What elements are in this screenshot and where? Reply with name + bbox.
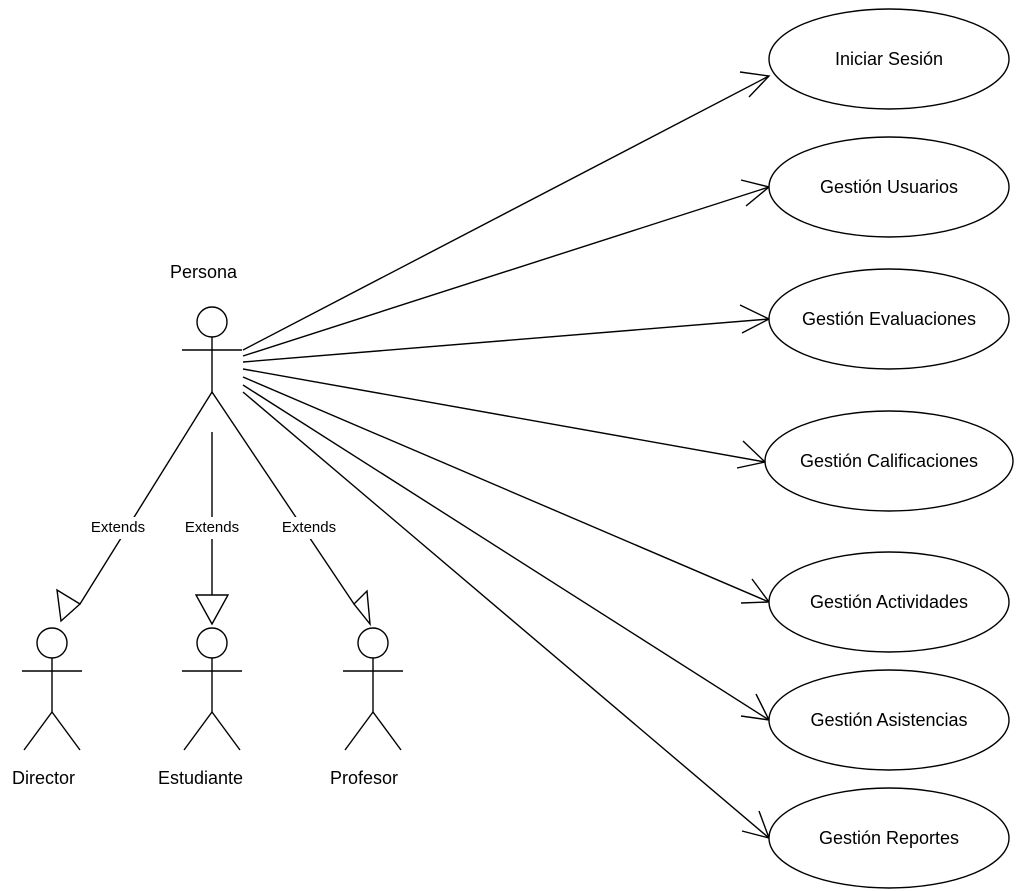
extends-label-profesor: Extends	[282, 519, 336, 536]
use-case-gestion-reportes: Gestión Reportes	[768, 787, 1010, 889]
association-gestion-asistencias	[242, 384, 771, 721]
use-case-iniciar-sesion: Iniciar Sesión	[768, 8, 1010, 110]
actor-estudiante: Estudiante	[158, 627, 243, 788]
generalization-director: Extends	[56, 391, 213, 623]
actor-profesor-label: Profesor	[330, 768, 398, 788]
use-case-gestion-asistencias: Gestión Asistencias	[768, 669, 1010, 771]
actor-profesor: Profesor	[330, 627, 403, 788]
generalization-profesor: Extends	[211, 391, 371, 627]
association-gestion-actividades	[242, 376, 771, 604]
actor-profesor-head	[357, 627, 389, 659]
extends-label-estudiante: Extends	[185, 519, 239, 536]
use-case-gestion-calificaciones-label: Gestión Calificaciones	[800, 451, 978, 471]
actor-persona: Persona	[170, 262, 242, 392]
actor-estudiante-head	[196, 627, 228, 659]
use-case-gestion-actividades: Gestión Actividades	[768, 551, 1010, 653]
actor-director-head	[36, 627, 68, 659]
associations	[242, 71, 771, 840]
association-gestion-reportes	[242, 391, 771, 840]
actor-persona-label: Persona	[170, 262, 238, 282]
association-iniciar-sesion	[242, 71, 771, 351]
use-case-gestion-evaluaciones-label: Gestión Evaluaciones	[802, 309, 976, 329]
extends-label-director: Extends	[91, 519, 145, 536]
association-gestion-evaluaciones	[242, 304, 771, 363]
use-cases: Iniciar Sesión Gestión Usuarios Gestión …	[764, 8, 1014, 889]
association-gestion-usuarios	[242, 179, 771, 357]
association-gestion-calificaciones	[242, 368, 767, 469]
use-case-gestion-usuarios-label: Gestión Usuarios	[820, 177, 958, 197]
generalization-estudiante: Extends	[171, 432, 253, 626]
actor-director-label: Director	[12, 768, 75, 788]
use-case-gestion-actividades-label: Gestión Actividades	[810, 592, 968, 612]
use-case-gestion-asistencias-label: Gestión Asistencias	[810, 710, 967, 730]
actor-director: Director	[12, 627, 82, 788]
use-case-gestion-calificaciones: Gestión Calificaciones	[764, 410, 1014, 512]
actor-estudiante-label: Estudiante	[158, 768, 243, 788]
use-case-gestion-reportes-label: Gestión Reportes	[819, 828, 959, 848]
use-case-gestion-usuarios: Gestión Usuarios	[768, 136, 1010, 238]
use-case-gestion-evaluaciones: Gestión Evaluaciones	[768, 268, 1010, 370]
use-case-iniciar-sesion-label: Iniciar Sesión	[835, 49, 943, 69]
actor-persona-head	[196, 306, 228, 338]
generalizations: Extends Extends Extends	[56, 391, 371, 627]
